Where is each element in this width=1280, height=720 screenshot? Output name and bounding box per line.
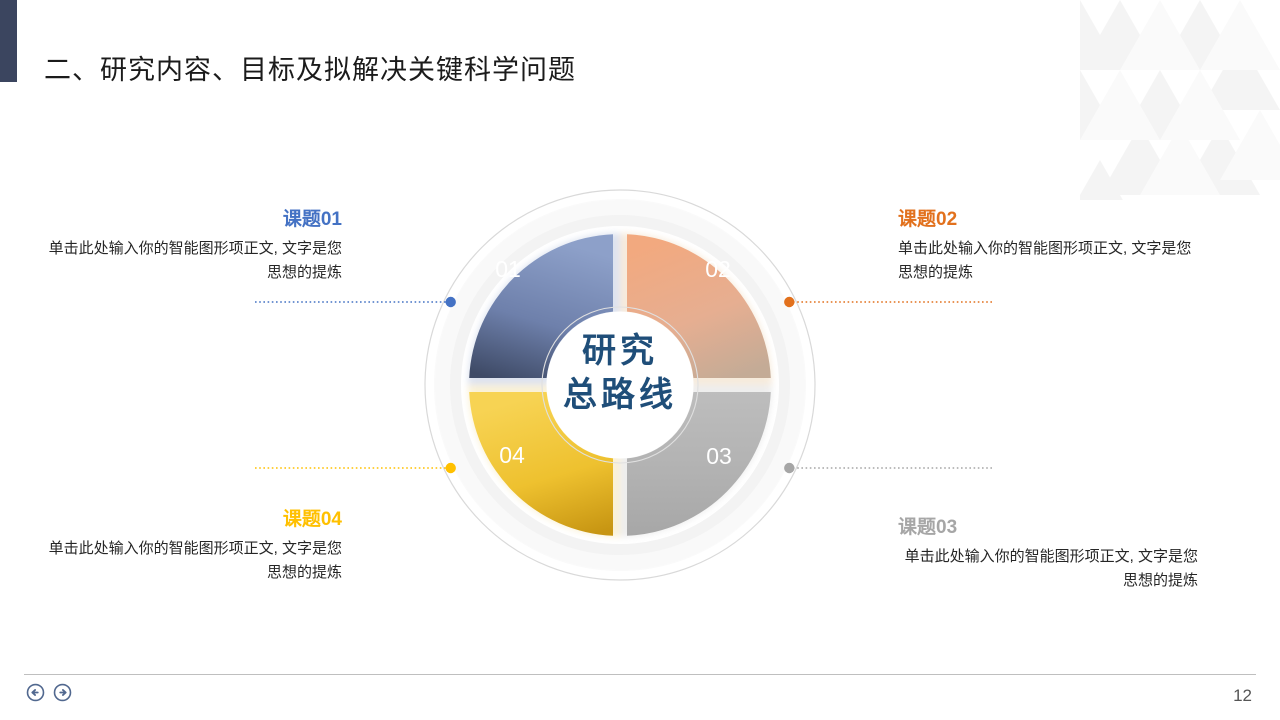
page-number: 12 [1233,686,1252,705]
callout-03[interactable]: 课题03 单击此处输入你的智能图形项正文, 文字是您思想的提炼 [898,517,1198,593]
segment-number-02: 02 [705,256,731,282]
center-disc [546,311,694,459]
callout-01-body: 单击此处输入你的智能图形项正文, 文字是您思想的提炼 [48,239,342,282]
callout-04-body: 单击此处输入你的智能图形项正文, 文字是您思想的提炼 [48,539,342,582]
callout-04-title: 课题04 [282,509,342,530]
center-disc-outline [541,306,699,464]
donut-segment-03[interactable] [627,392,771,536]
segment-number-04: 04 [499,442,525,468]
research-roadmap-diagram: 01 02 03 04 [255,150,993,620]
slide-navigation [26,683,72,702]
connector-dot-02[interactable] [784,296,795,308]
segment-number-01: 01 [495,256,521,282]
footer-divider [24,674,1256,675]
donut-segment-01[interactable] [469,234,613,378]
arrow-right-circle-icon[interactable] [53,683,72,702]
callout-02[interactable]: 课题02 单击此处输入你的智能图形项正文, 文字是您思想的提炼 [898,209,1198,285]
callout-01-title: 课题01 [282,209,342,230]
connector-dot-04[interactable] [445,462,456,474]
connector-dot-03[interactable] [784,462,795,474]
page-title: 二、研究内容、目标及拟解决关键科学问题 [44,55,576,86]
callout-03-title: 课题03 [898,517,958,538]
title-accent-bar [0,0,17,82]
segment-number-03: 03 [706,443,732,469]
connector-dot-01[interactable] [445,296,456,308]
donut-segment-02[interactable] [627,234,771,378]
callout-03-body: 单击此处输入你的智能图形项正文, 文字是您思想的提炼 [904,547,1198,590]
outer-guide-ring [424,189,816,581]
callout-02-title: 课题02 [898,209,958,230]
callout-01[interactable]: 课题01 单击此处输入你的智能图形项正文, 文字是您思想的提炼 [42,209,342,285]
donut-segment-04[interactable] [469,392,613,536]
arrow-left-circle-icon[interactable] [26,683,45,702]
decorative-triangle-pattern [1040,0,1280,230]
halo-ring-outer [434,199,806,571]
callout-02-body: 单击此处输入你的智能图形项正文, 文字是您思想的提炼 [898,239,1192,282]
callout-04[interactable]: 课题04 单击此处输入你的智能图形项正文, 文字是您思想的提炼 [42,509,342,585]
